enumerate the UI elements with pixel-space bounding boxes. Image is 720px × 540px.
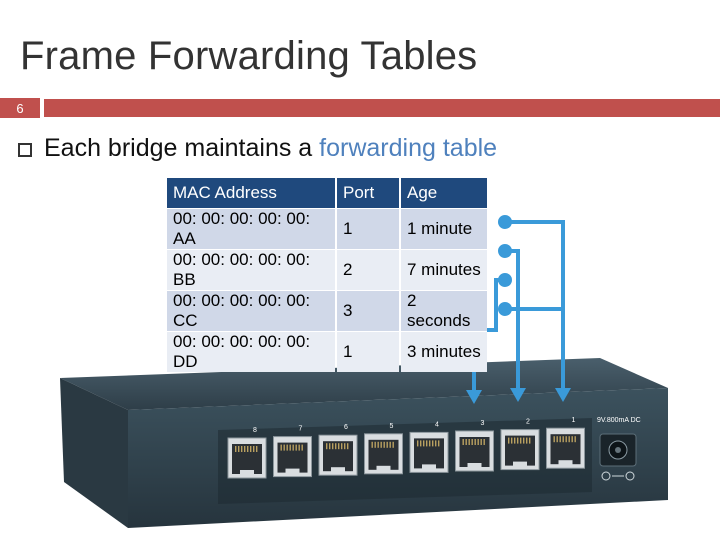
port-label-3: 3 (481, 420, 485, 427)
arrowhead-port-3 (466, 390, 482, 404)
forwarding-table: MAC Address Port Age 00: 00: 00: 00: 00:… (165, 178, 489, 372)
arrowhead-port-1 (555, 388, 571, 402)
connector-dot-aa (498, 215, 512, 229)
cell-port: 1 (337, 208, 399, 249)
square-bullet-icon (18, 142, 32, 157)
connector-dot-dd (498, 302, 512, 316)
ethernet-port-2 (500, 429, 540, 471)
port-label-8: 8 (253, 427, 257, 434)
cell-mac: 00: 00: 00: 00: 00: AA (167, 208, 335, 249)
header-age: Age (401, 178, 487, 208)
cell-age: 1 minute (401, 208, 487, 249)
cell-age: 3 minutes (401, 331, 487, 372)
cell-port: 2 (337, 249, 399, 290)
ethernet-port-4 (409, 431, 449, 473)
bullet-text: Each bridge maintains a forwarding table (44, 134, 497, 163)
cell-mac: 00: 00: 00: 00: 00: CC (167, 290, 335, 331)
bullet-text-highlight: forwarding table (319, 134, 498, 162)
arrowhead-port-2 (510, 388, 526, 402)
power-label: 9V.800mA DC (597, 417, 641, 424)
bullet-text-prefix: Each bridge maintains a (44, 134, 320, 162)
port-label-2: 2 (526, 419, 530, 426)
network-switch: 8 7 6 5 4 3 2 1 9V.800mA DC (60, 358, 668, 528)
cell-age: 2 seconds (401, 290, 487, 331)
ethernet-ports (227, 427, 585, 479)
cell-port: 1 (337, 331, 399, 372)
table-row: 00: 00: 00: 00: 00: BB 2 7 minutes (167, 249, 487, 290)
ethernet-port-1 (546, 427, 585, 469)
header-port: Port (337, 178, 399, 208)
port-label-7: 7 (299, 426, 303, 433)
connector-dots (498, 215, 512, 316)
polarity-icon (601, 471, 635, 481)
cell-age: 7 minutes (401, 249, 487, 290)
ethernet-port-3 (455, 430, 494, 472)
connector-dot-cc (498, 273, 512, 287)
port-label-4: 4 (435, 421, 439, 428)
slide-number: 6 (0, 98, 40, 118)
port-label-5: 5 (390, 423, 394, 430)
ethernet-port-7 (273, 436, 312, 478)
port-label-1: 1 (572, 417, 576, 424)
table-row: 00: 00: 00: 00: 00: AA 1 1 minute (167, 208, 487, 249)
cell-mac: 00: 00: 00: 00: 00: DD (167, 331, 335, 372)
port-label-6: 6 (344, 424, 348, 431)
connector-dot-bb (498, 244, 512, 258)
slide-title: Frame Forwarding Tables (20, 34, 478, 78)
header-mac-address: MAC Address (167, 178, 335, 208)
header-rule (44, 99, 720, 117)
table-header-row: MAC Address Port Age (167, 178, 487, 208)
cell-mac: 00: 00: 00: 00: 00: BB (167, 249, 335, 290)
bullet-item: Each bridge maintains a forwarding table (18, 134, 497, 163)
cell-port: 3 (337, 290, 399, 331)
ethernet-port-8 (227, 437, 267, 479)
arrow-row-aa-to-port-1 (508, 220, 565, 390)
arrow-heads (466, 388, 571, 404)
switch-side-face (60, 378, 128, 528)
ethernet-port-5 (364, 433, 403, 475)
table-row: 00: 00: 00: 00: 00: CC 3 2 seconds (167, 290, 487, 331)
power-jack-pin (615, 447, 621, 453)
port-labels: 8 7 6 5 4 3 2 1 (253, 417, 576, 434)
table-row: 00: 00: 00: 00: 00: DD 1 3 minutes (167, 331, 487, 372)
ethernet-port-6 (318, 434, 358, 476)
